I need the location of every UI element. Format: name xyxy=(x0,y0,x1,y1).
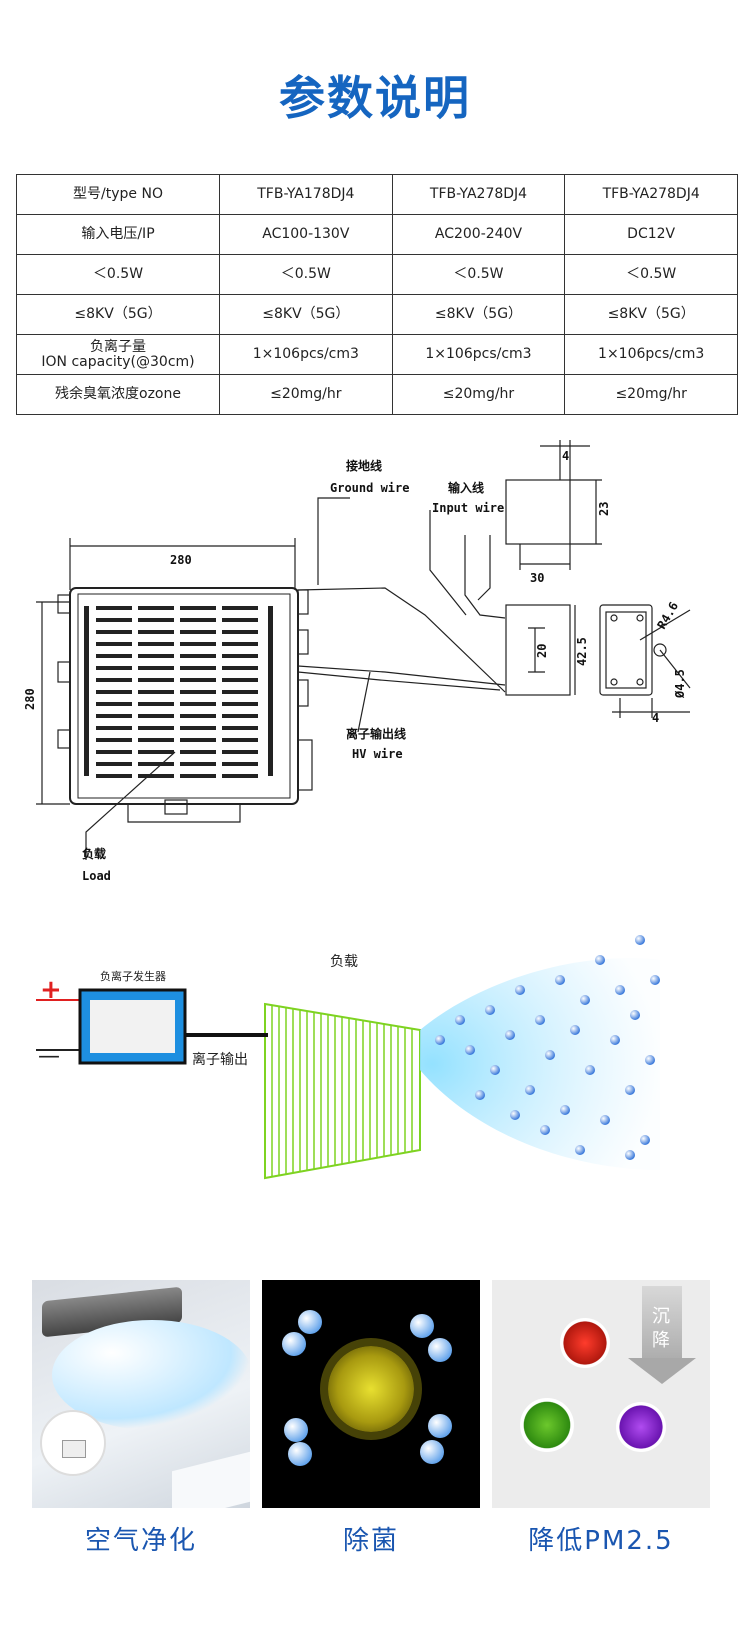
dim-height-label: 280 xyxy=(23,688,37,710)
dim-42-5: 42.5 xyxy=(575,637,589,666)
table-cell: ＜0.5W xyxy=(16,254,220,295)
table-row: ≤8KV（5G） ≤8KV（5G） ≤8KV（5G） ≤8KV（5G） xyxy=(16,294,738,335)
air-purification-image xyxy=(32,1280,250,1508)
table-cell: 型号/type NO xyxy=(16,174,220,215)
pm25-reduction-image: 沉 降 xyxy=(492,1280,710,1508)
dim-4-bottom: 4 xyxy=(652,711,659,725)
table-cell: TFB-YA278DJ4 xyxy=(391,174,566,215)
dim-r4-6: R4.6 xyxy=(654,599,681,631)
input-wire-en: Input wire xyxy=(432,501,504,515)
pm25-reduction-caption: 降低PM2.5 xyxy=(528,1526,674,1556)
ion-capacity-label-cn: 负离子量 xyxy=(90,338,146,355)
ground-wire-en: Ground wire xyxy=(330,481,409,495)
table-cell: ＜0.5W xyxy=(219,254,393,295)
dim-23: 23 xyxy=(597,502,611,516)
table-cell: TFB-YA178DJ4 xyxy=(219,174,393,215)
table-row: 残余臭氧浓度ozone ≤20mg/hr ≤20mg/hr ≤20mg/hr xyxy=(16,374,738,415)
ion-particles xyxy=(435,935,660,1160)
table-cell: ≤8KV（5G） xyxy=(564,294,738,335)
ion-output-diagram: 负载 负离子发生器 + — 离子输出 xyxy=(36,935,660,1180)
table-cell: ≤8KV（5G） xyxy=(219,294,393,335)
ion-spray xyxy=(420,958,660,1170)
table-cell: TFB-YA278DJ4 xyxy=(564,174,738,215)
table-cell: ＜0.5W xyxy=(564,254,738,295)
ion-output-label: 离子输出 xyxy=(192,1051,248,1068)
ion-capacity-label-en: ION capacity(@30cm) xyxy=(41,353,195,370)
load-label: 负载 xyxy=(330,954,358,970)
table-cell: ≤20mg/hr xyxy=(219,374,393,415)
settle-text-1: 沉 xyxy=(652,1306,670,1327)
spec-table: 型号/type NO TFB-YA178DJ4 TFB-YA278DJ4 TFB… xyxy=(16,174,738,415)
sterilization-caption: 除菌 xyxy=(342,1526,399,1556)
load-grid xyxy=(264,1002,421,1180)
table-cell: 负离子量 ION capacity(@30cm) xyxy=(16,334,220,375)
table-cell: ≤8KV（5G） xyxy=(16,294,220,335)
generator-label: 负离子发生器 xyxy=(100,969,166,983)
table-cell: 1×106pcs/cm3 xyxy=(391,334,566,375)
load-en: Load xyxy=(82,869,111,883)
table-cell: 残余臭氧浓度ozone xyxy=(16,374,220,415)
ground-wire-cn: 接地线 xyxy=(346,458,382,473)
hv-wire-en: HV wire xyxy=(352,747,403,761)
table-cell: 输入电压/IP xyxy=(16,214,220,255)
table-row: 负离子量 ION capacity(@30cm) 1×106pcs/cm3 1×… xyxy=(16,334,738,375)
sterilization-image xyxy=(262,1280,480,1508)
table-cell: ＜0.5W xyxy=(391,254,566,295)
table-cell: ≤20mg/hr xyxy=(564,374,738,415)
air-purification-caption: 空气净化 xyxy=(84,1526,197,1556)
dim-width-label: 280 xyxy=(170,553,192,567)
table-cell: 1×106pcs/cm3 xyxy=(219,334,393,375)
dim-4-top: 4 xyxy=(562,449,569,463)
minus-terminal: — xyxy=(38,1044,60,1069)
table-row: 型号/type NO TFB-YA178DJ4 TFB-YA278DJ4 TFB… xyxy=(16,174,738,215)
load-cn: 负载 xyxy=(82,846,106,861)
table-cell: 1×106pcs/cm3 xyxy=(564,334,738,375)
settle-text-2: 降 xyxy=(652,1330,670,1351)
dim-30: 30 xyxy=(530,571,544,585)
table-cell: AC200-240V xyxy=(391,214,566,255)
table-cell: ≤20mg/hr xyxy=(391,374,566,415)
table-cell: ≤8KV（5G） xyxy=(391,294,566,335)
table-cell: AC100-130V xyxy=(219,214,393,255)
dim-4-5: Ø4.5 xyxy=(673,669,687,699)
technical-drawing: 280 280 接地线 Ground wire 输入线 Input wire 离… xyxy=(23,440,691,883)
table-row: ＜0.5W ＜0.5W ＜0.5W ＜0.5W xyxy=(16,254,738,295)
hv-wire-cn: 离子输出线 xyxy=(346,726,406,741)
dim-20: 20 xyxy=(535,644,549,658)
input-wire-cn: 输入线 xyxy=(448,480,484,495)
table-row: 输入电压/IP AC100-130V AC200-240V DC12V xyxy=(16,214,738,255)
page-title: 参数说明 xyxy=(279,71,471,125)
table-cell: DC12V xyxy=(564,214,738,255)
plus-terminal: + xyxy=(40,975,62,1005)
